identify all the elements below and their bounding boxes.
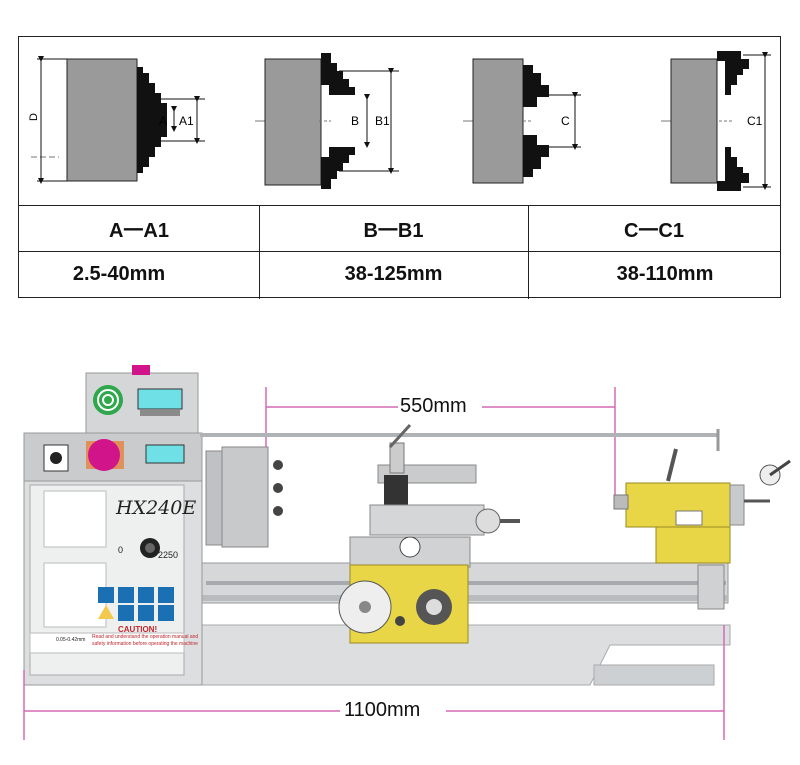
chuck-diagram-c: C [463,58,581,184]
caution-title: CAUTION! [118,625,158,634]
lathe-chuck [205,446,283,548]
safety-icons [98,587,174,621]
label-a1: A1 [179,114,194,128]
overall-length-label: 1100mm [342,699,423,722]
label-c1: C1 [747,114,763,128]
chuck-diagram-c1: C1 [661,51,771,191]
label-d: D [28,113,40,121]
label-a: A [159,114,167,128]
headstock [23,365,203,686]
chuck-diagram-b: B B1 [255,53,399,189]
overall-length-dimension [23,625,725,740]
lathe-illustration [23,365,791,740]
table-value-a: 2.5-40mm [72,262,166,285]
table-header-a: A一A1 [108,219,169,242]
chuck-capacity-panel: D A A1 B B1 C [18,36,781,299]
caution-text-1: Read and understand the operation manual… [92,634,199,640]
caution-text-2: safety information before operating the … [92,641,198,647]
label-c: C [561,114,570,128]
chuck-diagram-a: D A A1 [28,56,205,184]
label-b: B [351,114,359,128]
carriage [338,423,520,644]
label-b1: B1 [375,114,390,128]
model-name: HX240E [116,497,197,519]
table-header-c: C一C1 [623,219,684,242]
table-header-b: B一B1 [363,219,424,242]
speed-min-label: 0 [118,545,124,555]
table-value-c: 38-110mm [616,262,714,285]
speed-max-label: 2250 [158,550,179,560]
chuck-diagrams: D A A1 B B1 C [28,51,771,191]
feed-range-label: 0.05-0.42mm [56,637,86,643]
tailstock [613,448,791,610]
table-value-b: 38-125mm [344,262,443,285]
center-distance-label: 550mm [398,395,469,418]
